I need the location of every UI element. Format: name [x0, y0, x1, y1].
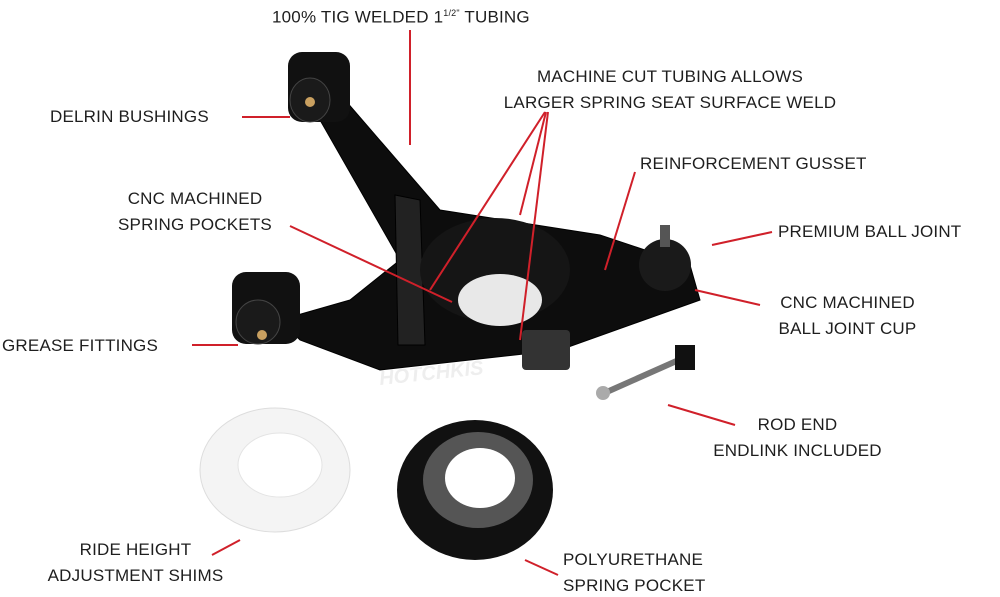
label-reinforcement-gusset: REINFORCEMENT GUSSET — [640, 154, 867, 173]
ball-joint — [639, 225, 691, 291]
delrin-bushing-top — [288, 52, 350, 123]
label-cnc-ball-joint-cup: CNC MACHINED BALL JOINT CUP — [755, 290, 940, 342]
label-machine-cut-tubing: MACHINE CUT TUBING ALLOWS LARGER SPRING … — [470, 64, 870, 116]
label-line: ADJUSTMENT SHIMS — [47, 566, 224, 585]
label-line: CNC MACHINED — [127, 189, 263, 208]
label-cnc-spring-pockets: CNC MACHINED SPRING POCKETS — [95, 186, 295, 238]
label-line: ROD END — [757, 415, 838, 434]
label-tig-welded-tubing: 100% TIG WELDED 11/2" TUBING — [272, 0, 530, 31]
label-line: MACHINE CUT TUBING ALLOWS — [536, 67, 804, 86]
rod-end-endlink — [596, 345, 695, 400]
delrin-bushing-bottom — [232, 272, 300, 345]
label-line: ENDLINK INCLUDED — [713, 441, 882, 460]
label-superscript: 1/2" — [443, 8, 460, 18]
grease-fitting-block — [522, 330, 570, 370]
label-premium-ball-joint: PREMIUM BALL JOINT — [778, 222, 962, 241]
label-polyurethane-spring-pocket: POLYURETHANE SPRING POCKET — [563, 547, 705, 597]
label-delrin-bushings: DELRIN BUSHINGS — [50, 107, 209, 126]
leader-lines — [192, 30, 773, 576]
label-text: 100% TIG WELDED 1 — [272, 7, 444, 27]
label-line: SPRING POCKETS — [118, 215, 272, 234]
polyurethane-spring-pocket — [397, 420, 553, 560]
label-line: CNC MACHINED — [780, 293, 915, 312]
label-line: LARGER SPRING SEAT SURFACE WELD — [503, 93, 837, 112]
label-ride-height-shims: RIDE HEIGHT ADJUSTMENT SHIMS — [28, 537, 243, 589]
label-rod-end-endlink: ROD END ENDLINK INCLUDED — [695, 412, 900, 464]
label-line: SPRING POCKET — [563, 576, 706, 595]
label-line: POLYURETHANE — [563, 550, 704, 569]
ride-height-shim — [199, 407, 351, 533]
label-line: BALL JOINT CUP — [778, 319, 917, 338]
label-line: RIDE HEIGHT — [79, 540, 192, 559]
label-grease-fittings: GREASE FITTINGS — [2, 336, 159, 355]
label-text: TUBING — [459, 7, 530, 27]
